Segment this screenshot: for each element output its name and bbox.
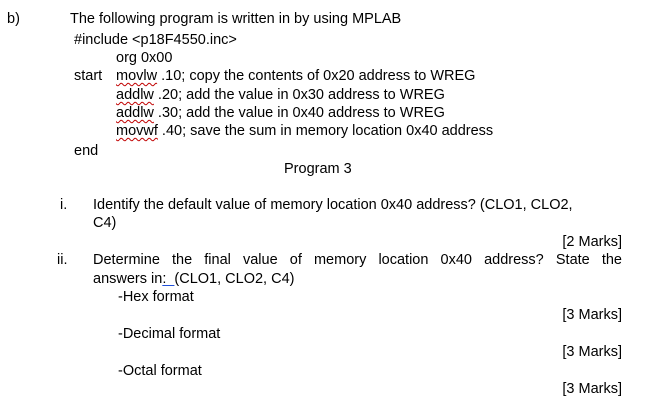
item-i-text-line2: C4)	[93, 215, 117, 231]
item-ii-text-line1: Determine the final value of memory loca…	[93, 252, 622, 268]
item-ii-answers-prefix: answers in	[93, 271, 163, 287]
item-i-marks: [2 Marks]	[562, 234, 622, 250]
item-number-ii: ii.	[57, 252, 68, 268]
include-line: #include <p18F4550.inc>	[74, 32, 237, 48]
format-octal-label: -Octal format	[118, 363, 202, 379]
program-mnemonic: movlw	[116, 68, 158, 84]
item-ii-answers-suffix: (CLO1, CLO2, C4)	[174, 271, 295, 287]
item-i-text-line1: Identify the default value of memory loc…	[93, 197, 573, 213]
program-line-2: addlw .20; add the value in 0x30 address…	[116, 86, 445, 104]
question-intro: The following program is written in by u…	[70, 11, 402, 27]
format-hex-label: -Hex format	[118, 289, 194, 305]
program-operand-comment: .20; add the value in 0x30 address to WR…	[153, 87, 445, 103]
program-line-3: addlw .30; add the value in 0x40 address…	[116, 104, 445, 122]
format-octal-marks: [3 Marks]	[562, 381, 622, 397]
program-mnemonic: addlw	[116, 87, 154, 103]
question-label: b)	[7, 11, 20, 27]
item-number-i: i.	[60, 197, 68, 213]
program-operand-comment: .30; add the value in 0x40 address to WR…	[153, 105, 445, 121]
program-line-1: movlw .10; copy the contents of 0x20 add…	[116, 67, 475, 85]
item-ii-answers-link: :	[162, 271, 175, 287]
format-decimal-marks: [3 Marks]	[562, 344, 622, 360]
program-mnemonic: addlw	[116, 105, 154, 121]
item-ii-text-line2: answers in: (CLO1, CLO2, C4)	[93, 270, 294, 288]
start-label: start	[74, 68, 103, 84]
program-line-4: movwf .40; save the sum in memory locati…	[116, 122, 493, 140]
program-caption: Program 3	[284, 161, 352, 177]
org-directive: org 0x00	[116, 50, 173, 66]
format-hex-marks: [3 Marks]	[562, 307, 622, 323]
format-decimal-label: -Decimal format	[118, 326, 221, 342]
end-label: end	[74, 143, 99, 159]
program-operand-comment: .40; save the sum in memory location 0x4…	[157, 123, 494, 139]
program-mnemonic: movwf	[116, 123, 158, 139]
program-operand-comment: .10; copy the contents of 0x20 address t…	[157, 68, 476, 84]
